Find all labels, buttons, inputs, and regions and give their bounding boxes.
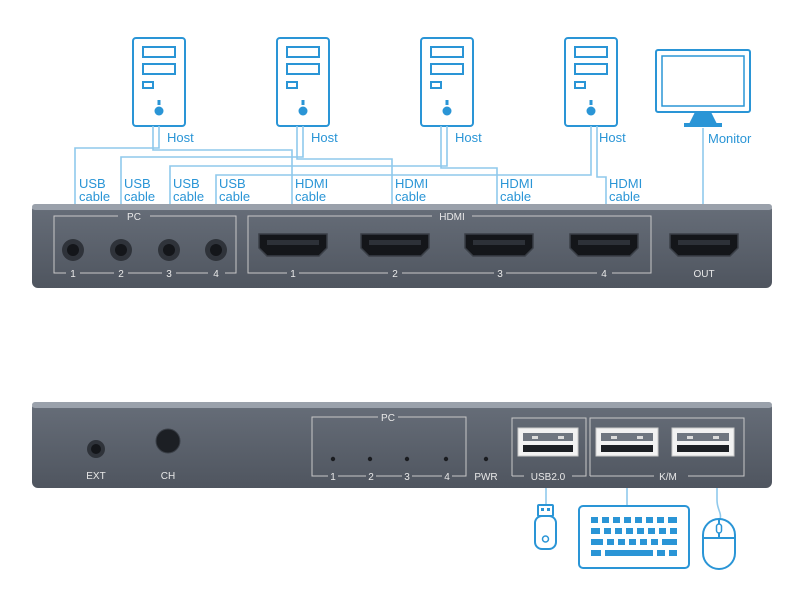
hdmi-wire-4 — [596, 126, 607, 205]
led-label-1: 1 — [330, 472, 336, 483]
usb-port-mouse[interactable] — [671, 427, 735, 457]
host-label: Host — [167, 130, 194, 145]
pc-led-4 — [443, 456, 449, 462]
keyboard-icon — [578, 505, 690, 569]
led-label-2: 2 — [368, 472, 374, 483]
usb-group-frame — [511, 417, 587, 477]
pc-group-label: PC — [127, 212, 141, 223]
hdmi-port-label-1: 1 — [290, 269, 296, 280]
pwr-label: PWR — [474, 472, 497, 483]
front-panel-edge — [32, 204, 772, 210]
hdmi-port-1[interactable] — [258, 233, 328, 257]
host-tower-icon — [564, 37, 618, 127]
audio-jack-3[interactable] — [158, 239, 180, 261]
usb-drive-icon — [534, 504, 557, 550]
host-4: Host — [564, 37, 626, 145]
back-panel: EXT CH PC 1 2 3 4 PWR USB2.0 — [32, 402, 772, 488]
hdmi-wire-2 — [296, 126, 393, 205]
led-label-4: 4 — [444, 472, 450, 483]
host-label: Host — [455, 130, 482, 145]
pc-group-frame — [53, 215, 118, 274]
ext-jack[interactable] — [87, 440, 105, 458]
audio-port-label-1: 1 — [70, 269, 76, 280]
monitor-icon — [655, 49, 751, 127]
out-label: OUT — [693, 269, 714, 280]
usb-port-keyboard[interactable] — [595, 427, 659, 457]
usb-wire-1 — [74, 126, 160, 205]
host-1: Host — [132, 37, 194, 145]
audio-jack-1[interactable] — [62, 239, 84, 261]
host-tower-icon — [132, 37, 186, 127]
host-tower-icon — [276, 37, 330, 127]
hdmi-port-3[interactable] — [464, 233, 534, 257]
host-3: Host — [420, 37, 482, 145]
front-panel: PC 1 2 3 4 HDMI — [32, 204, 772, 288]
back-panel-edge — [32, 402, 772, 408]
monitor-label: Monitor — [708, 131, 752, 146]
peripheral-wires — [545, 488, 718, 505]
usb-wire-4 — [215, 126, 592, 205]
monitor: Monitor — [655, 49, 752, 146]
led-label-3: 3 — [404, 472, 410, 483]
host-label: Host — [599, 130, 626, 145]
pc-led-1 — [330, 456, 336, 462]
hdmi-wire-1 — [152, 126, 293, 205]
cable-wires — [74, 126, 704, 205]
usb-port-usb2[interactable] — [517, 427, 579, 457]
audio-port-label-3: 3 — [166, 269, 172, 280]
host-tower-icon — [420, 37, 474, 127]
hdmi-port-label-4: 4 — [601, 269, 607, 280]
hdmi-group-frame — [247, 215, 432, 274]
hdmi-group-label: HDMI — [439, 212, 465, 223]
host-label: Host — [311, 130, 338, 145]
back-panel-body — [32, 402, 772, 488]
usb-wire-2 — [120, 126, 304, 205]
usb2-label: USB2.0 — [531, 472, 566, 483]
host-2: Host — [276, 37, 338, 145]
hdmi-wire-3 — [440, 126, 498, 205]
pc-led-3 — [404, 456, 410, 462]
hdmi-port-label-3: 3 — [497, 269, 503, 280]
ext-label: EXT — [86, 471, 105, 482]
hdmi-port-label-2: 2 — [392, 269, 398, 280]
ch-label: CH — [161, 471, 175, 482]
audio-port-label-4: 4 — [213, 269, 219, 280]
pwr-led — [483, 456, 489, 462]
km-group-frame — [589, 417, 745, 477]
km-label: K/M — [659, 472, 677, 483]
hdmi-out-port[interactable] — [669, 233, 739, 257]
audio-jack-4[interactable] — [205, 239, 227, 261]
audio-jack-2[interactable] — [110, 239, 132, 261]
pc-led-frame — [311, 416, 378, 477]
pc-led-group-label: PC — [381, 413, 395, 424]
hdmi-port-2[interactable] — [360, 233, 430, 257]
pc-led-2 — [367, 456, 373, 462]
mouse-icon — [702, 499, 736, 570]
audio-port-label-2: 2 — [118, 269, 124, 280]
hdmi-port-4[interactable] — [569, 233, 639, 257]
usb-wire-3 — [169, 126, 448, 205]
ch-button[interactable] — [155, 428, 181, 454]
